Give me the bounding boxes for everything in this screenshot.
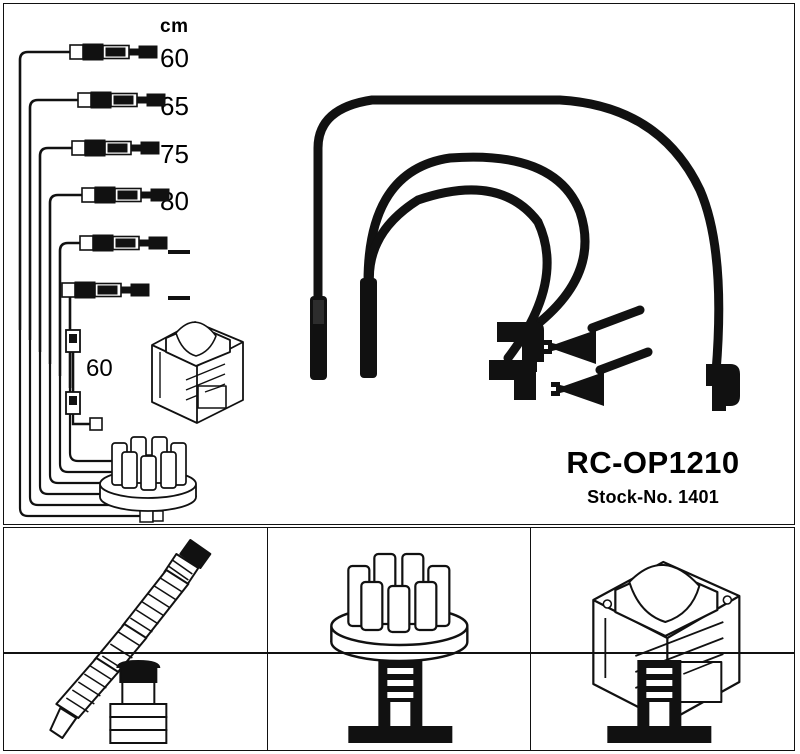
- legend-cell-spark-plug: [4, 528, 268, 750]
- legend-icon-ignition-coil: [592, 560, 741, 724]
- scale-unit-header: cm: [160, 16, 189, 37]
- legend-icon-distributor-cap: [329, 552, 469, 663]
- legend-cell-distributor-cap: [267, 528, 532, 750]
- legend-icon-coil-terminal-boot: [607, 660, 712, 743]
- legend-icon-distributor-terminal-boot: [348, 660, 453, 743]
- legend-icon-spark-plug: [49, 539, 212, 739]
- cable-length-label-4: 80: [160, 186, 189, 216]
- cable-length-dash-6: [168, 296, 190, 300]
- legend-divider-3: [531, 652, 795, 654]
- legend-divider-1: [4, 652, 267, 654]
- product-code: RC-OP1210: [566, 445, 740, 480]
- legend-row: [3, 527, 795, 751]
- stock-number: Stock-No. 1401: [587, 486, 719, 507]
- cable-length-label-3: 75: [160, 139, 189, 169]
- extra-lead-length-label: 60: [86, 355, 113, 382]
- cable-length-label-2: 65: [160, 91, 189, 121]
- cable-length-label-1: 60: [160, 43, 189, 73]
- legend-icon-spark-plug-boot: [109, 660, 168, 744]
- cable-length-dash-5: [168, 250, 190, 254]
- product-code-block: RC-OP1210 Stock-No. 1401: [528, 445, 778, 508]
- legend-divider-2: [267, 652, 531, 654]
- legend-cell-ignition-coil: [531, 528, 795, 750]
